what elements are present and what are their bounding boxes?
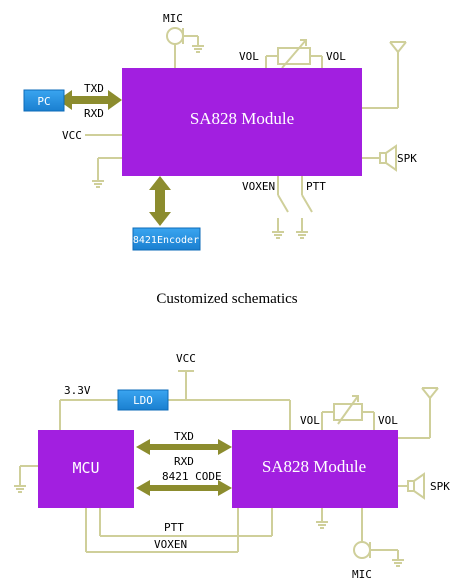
encoder-box [132, 227, 201, 251]
antenna-icon-2 [421, 387, 439, 400]
spk-label-1: SPK [397, 152, 417, 165]
pc-label: PC [37, 95, 50, 108]
vol-right-label-2: VOL [378, 414, 398, 427]
figure-caption: Customized schematics [156, 291, 297, 307]
vcc-label-2: VCC [176, 352, 196, 365]
v33-label: 3.3V [64, 384, 91, 397]
microphone-icon [166, 27, 184, 45]
data-bus-arrows [136, 439, 232, 496]
vol-left-label-2: VOL [300, 414, 320, 427]
ldo-box [117, 389, 169, 411]
antenna-icon [389, 41, 407, 54]
txd-label-1: TXD [84, 82, 104, 95]
rxd-label-2: RXD [174, 455, 194, 468]
pc-bidirectional-arrow [58, 90, 122, 110]
mic-label-1: MIC [163, 12, 183, 25]
mcu-box [38, 430, 134, 508]
voxen-label-2: VOXEN [154, 538, 187, 551]
mcu-label: MCU [72, 459, 99, 477]
wires-2 [19, 371, 431, 560]
ground-symbols-1 [92, 45, 308, 239]
pc-box [23, 89, 65, 112]
ground-symbols-2 [14, 485, 404, 567]
vol-left-label-1: VOL [239, 50, 259, 63]
rxd-label-1: RXD [84, 107, 104, 120]
mic-label-2: MIC [352, 568, 372, 581]
vcc-label-1: VCC [62, 129, 82, 142]
encoder-label: 8421Encoder [133, 235, 199, 246]
encoder-bidirectional-arrow [149, 176, 171, 226]
code-label: 8421 CODE [162, 470, 222, 483]
speaker-icon [379, 144, 397, 172]
ptt-label-2: PTT [164, 521, 184, 534]
module-label-2: SA828 Module [262, 457, 366, 476]
volume-potentiometer-icon [277, 39, 311, 69]
diagram-2: VCC 3.3V LDO MCU SA828 Module TXD RXD 84… [14, 352, 450, 581]
vol-right-label-1: VOL [326, 50, 346, 63]
sa828-module-box [122, 68, 362, 176]
wires-1 [85, 35, 399, 232]
sa828-module-box-2 [232, 430, 398, 508]
volume-potentiometer-icon-2 [333, 395, 363, 425]
ptt-label-1: PTT [306, 180, 326, 193]
ldo-label: LDO [133, 394, 153, 407]
voxen-label-1: VOXEN [242, 180, 275, 193]
spk-label-2: SPK [430, 480, 450, 493]
diagram-1: MIC VOL VOL TXD RXD VCC PC SA828 Module … [23, 12, 417, 251]
module-label-1: SA828 Module [190, 109, 294, 128]
microphone-icon-2 [353, 541, 371, 559]
speaker-icon-2 [407, 472, 425, 500]
txd-label-2: TXD [174, 430, 194, 443]
